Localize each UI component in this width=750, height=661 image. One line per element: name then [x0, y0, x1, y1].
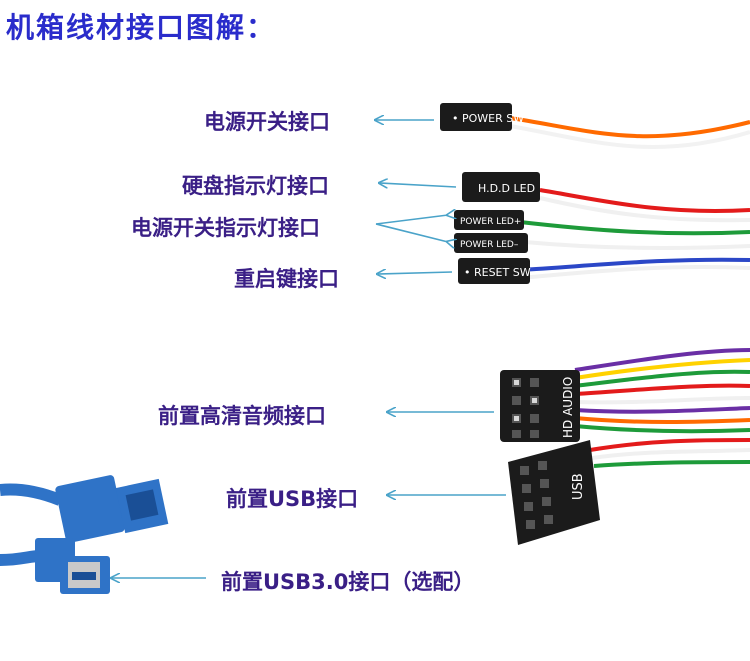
- arrow-reset-sw: [378, 272, 453, 274]
- label-hdd-led: 硬盘指示灯接口: [182, 174, 329, 198]
- connector-text-usb: USB: [571, 473, 586, 500]
- arrows: [112, 120, 506, 578]
- arrow-hdd-led: [380, 183, 457, 187]
- connector-text-hdd: H.D.D LED: [478, 182, 535, 195]
- label-usb3: 前置USB3.0接口（选配）: [221, 570, 475, 594]
- connector-text-pledm: POWER LED–: [460, 240, 519, 250]
- power-sw-connector: • POWER SW: [440, 103, 524, 131]
- label-reset-sw: 重启键接口: [234, 267, 339, 291]
- label-hd-audio: 前置高清音频接口: [158, 404, 326, 428]
- hd-audio-connector: HD AUDIO: [500, 370, 580, 442]
- usb3-cable: [0, 475, 169, 594]
- audio-usb-wires: [574, 348, 750, 468]
- connector-text-hda: HD AUDIO: [561, 377, 575, 438]
- usb-connector: USB: [508, 440, 600, 545]
- reset-sw-connector: • RESET SW: [458, 258, 531, 284]
- front-panel-wires: [509, 116, 750, 280]
- label-power-sw: 电源开关接口: [204, 110, 330, 134]
- power-led-minus-connector: POWER LED–: [454, 233, 528, 253]
- connector-text-rst: • RESET SW: [464, 266, 531, 279]
- label-power-led: 电源开关指示灯接口: [131, 216, 320, 240]
- arrow-power-led-minus: [375, 223, 448, 242]
- connector-text-psw: • POWER SW: [452, 112, 524, 125]
- page-title: 机箱线材接口图解：: [6, 11, 277, 44]
- connector-text-pledp: POWER LED+: [460, 217, 521, 227]
- power-led-plus-connector: POWER LED+: [454, 210, 524, 230]
- label-usb: 前置USB接口: [226, 487, 359, 511]
- hdd-led-connector: H.D.D LED: [462, 172, 540, 202]
- arrow-power-led-plus: [375, 215, 448, 225]
